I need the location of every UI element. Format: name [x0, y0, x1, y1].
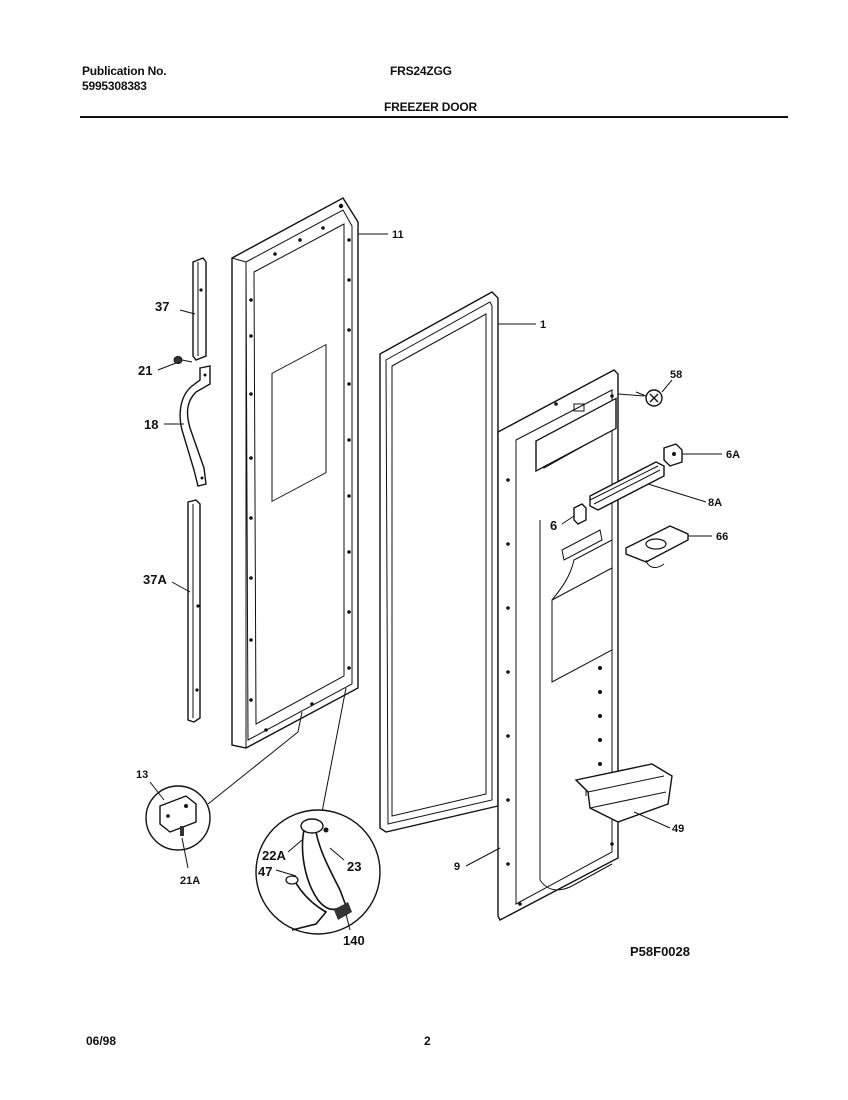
screw-21	[173, 356, 193, 364]
detail-leader-hinge	[207, 731, 299, 805]
leader-21	[157, 362, 177, 371]
callout-6: 6	[550, 518, 557, 533]
rail-clip	[573, 503, 587, 525]
door-gasket	[379, 291, 499, 833]
callout-58: 58	[670, 369, 682, 381]
callout-23: 23	[347, 859, 361, 874]
leader-140	[345, 913, 351, 931]
hinge-detail	[145, 785, 211, 851]
callout-37: 37	[155, 299, 169, 314]
shelf-end-cap	[663, 443, 683, 467]
door-handle	[179, 365, 211, 487]
model-number: FRS24ZGG	[390, 64, 452, 78]
leader-37a	[171, 581, 191, 593]
handle-trim-top	[192, 257, 207, 361]
diagram-code: P58F0028	[630, 944, 690, 959]
publication-label: Publication No.	[82, 64, 167, 78]
inner-door-liner	[497, 369, 619, 921]
leader-6	[561, 515, 575, 525]
leader-47	[275, 869, 297, 877]
leader-8a	[647, 483, 707, 503]
callout-49: 49	[672, 823, 684, 835]
callout-22a: 22A	[262, 848, 286, 863]
shelf-rail	[589, 461, 665, 511]
callout-1: 1	[540, 319, 546, 331]
screw-58	[635, 389, 663, 407]
callout-11: 11	[392, 229, 404, 241]
callout-21a: 21A	[180, 875, 200, 887]
callout-8a: 8A	[708, 497, 722, 509]
leader-58-a	[617, 393, 645, 397]
leader-13	[149, 781, 165, 801]
callout-21: 21	[138, 363, 152, 378]
section-title: FREEZER DOOR	[384, 100, 477, 114]
leader-49	[633, 811, 671, 829]
leader-9	[465, 847, 501, 867]
publication-number: 5995308383	[82, 79, 147, 93]
callout-18: 18	[144, 417, 158, 432]
callout-66: 66	[716, 531, 728, 543]
callout-13: 13	[136, 769, 148, 781]
page-number: 2	[424, 1034, 431, 1048]
leader-23	[329, 847, 345, 861]
outer-door-panel	[231, 197, 359, 749]
handle-trim-bottom	[187, 499, 201, 723]
leader-22a	[287, 839, 303, 853]
header-rule	[80, 116, 788, 118]
footer-date: 06/98	[86, 1034, 117, 1048]
door-bin	[574, 763, 673, 823]
detail-leader-hinge-b	[297, 711, 303, 733]
callout-6a: 6A	[726, 449, 740, 461]
detail-leader-wiring	[321, 687, 347, 813]
dispenser-cup	[625, 525, 689, 568]
leader-21a	[181, 837, 189, 869]
callout-47: 47	[258, 864, 272, 879]
callout-37a: 37A	[143, 572, 167, 587]
wiring-detail	[255, 809, 381, 935]
callout-140: 140	[343, 933, 365, 948]
leader-58	[661, 379, 673, 393]
callout-9: 9	[454, 861, 460, 873]
leader-37	[179, 309, 196, 315]
